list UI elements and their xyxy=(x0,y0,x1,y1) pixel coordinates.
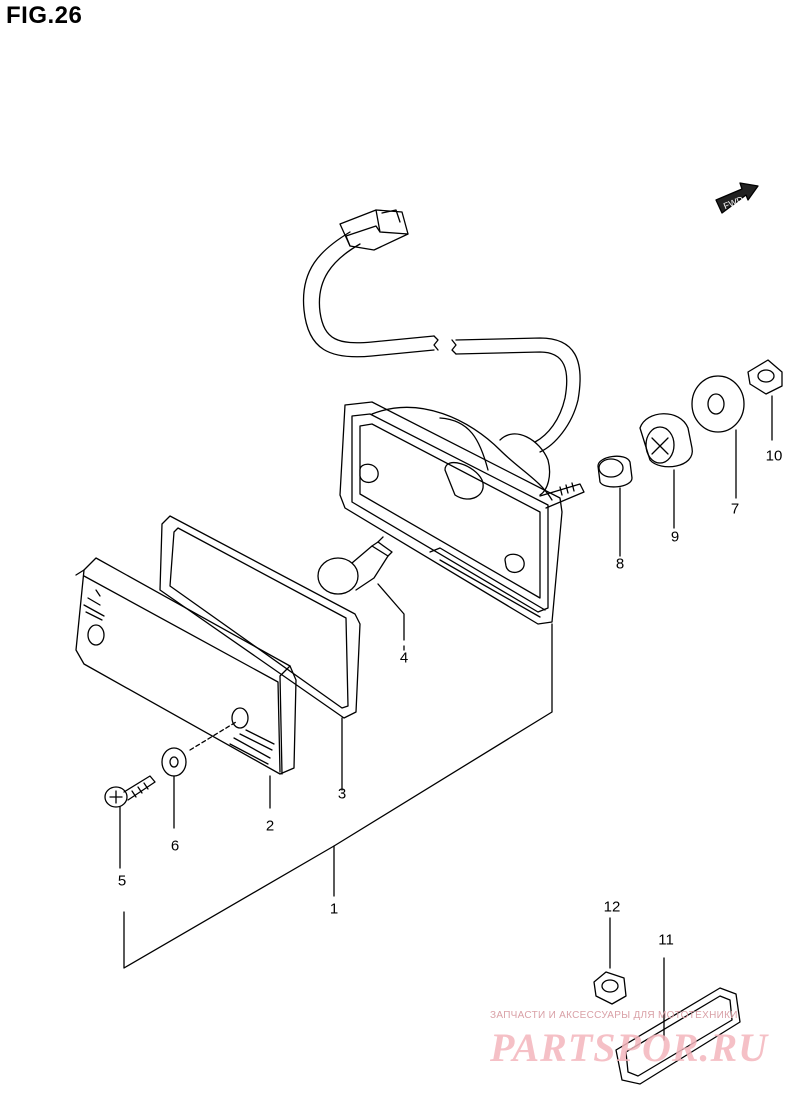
callout-12: 12 xyxy=(603,898,621,916)
flat-washer xyxy=(691,375,745,499)
callout-2: 2 xyxy=(265,817,275,835)
fwd-arrow-icon: FWD xyxy=(715,182,759,214)
callout-9: 9 xyxy=(670,528,680,546)
watermark-tagline: ЗАПЧАСТИ И АКСЕССУАРЫ ДЛЯ МОТОТЕХНИКИ xyxy=(490,1010,738,1021)
reflector xyxy=(615,957,741,1085)
figure-title: FIG.26 xyxy=(6,2,83,29)
nut-12 xyxy=(593,917,627,1005)
nut xyxy=(747,359,783,441)
washer xyxy=(161,747,187,829)
callout-4: 4 xyxy=(399,649,409,667)
callout-6: 6 xyxy=(170,837,180,855)
bulb xyxy=(317,536,405,641)
callout-7: 7 xyxy=(730,500,740,518)
callout-8: 8 xyxy=(615,555,625,573)
lens xyxy=(75,557,297,809)
watermark-logo: PARTSPOR.RU xyxy=(490,1025,769,1070)
spacer xyxy=(597,455,633,557)
gasket xyxy=(159,515,361,791)
wire-harness xyxy=(302,209,581,453)
screw xyxy=(104,775,156,869)
callout-1: 1 xyxy=(329,900,339,918)
grommet xyxy=(639,413,693,529)
lamp-housing xyxy=(339,401,585,625)
callout-3: 3 xyxy=(337,785,347,803)
callout-11: 11 xyxy=(658,931,674,949)
callout-5: 5 xyxy=(117,872,127,890)
callout-10: 10 xyxy=(765,447,783,465)
